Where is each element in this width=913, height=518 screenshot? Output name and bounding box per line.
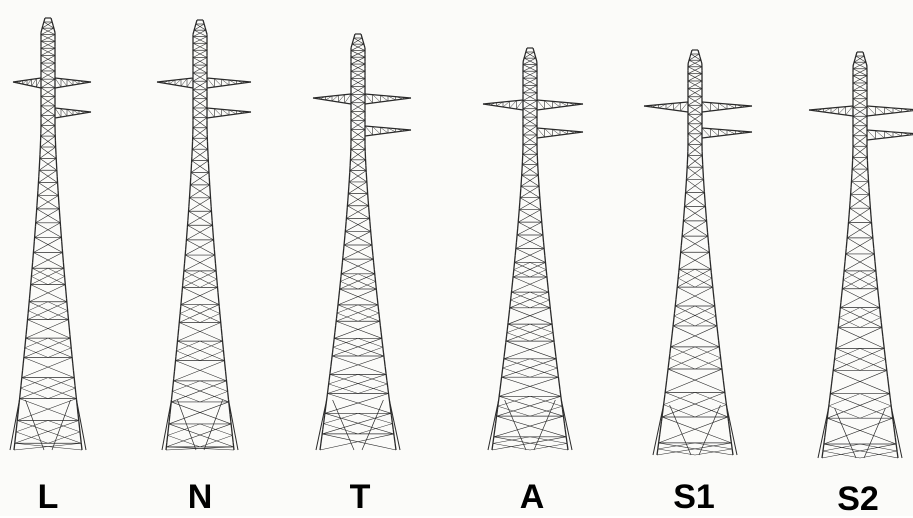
tower-s2 xyxy=(809,52,913,458)
tower-a xyxy=(483,48,583,450)
tower-n xyxy=(157,20,251,450)
tower-label-l: L xyxy=(38,480,59,514)
tower-label-t: T xyxy=(350,480,371,514)
tower-label-n: N xyxy=(188,480,213,514)
tower-label-s2: S2 xyxy=(837,482,879,516)
tower-s1 xyxy=(644,50,752,455)
tower-label-a: A xyxy=(520,480,545,514)
tower-t xyxy=(313,34,411,450)
tower-l xyxy=(10,18,91,450)
tower-label-s1: S1 xyxy=(673,480,715,514)
